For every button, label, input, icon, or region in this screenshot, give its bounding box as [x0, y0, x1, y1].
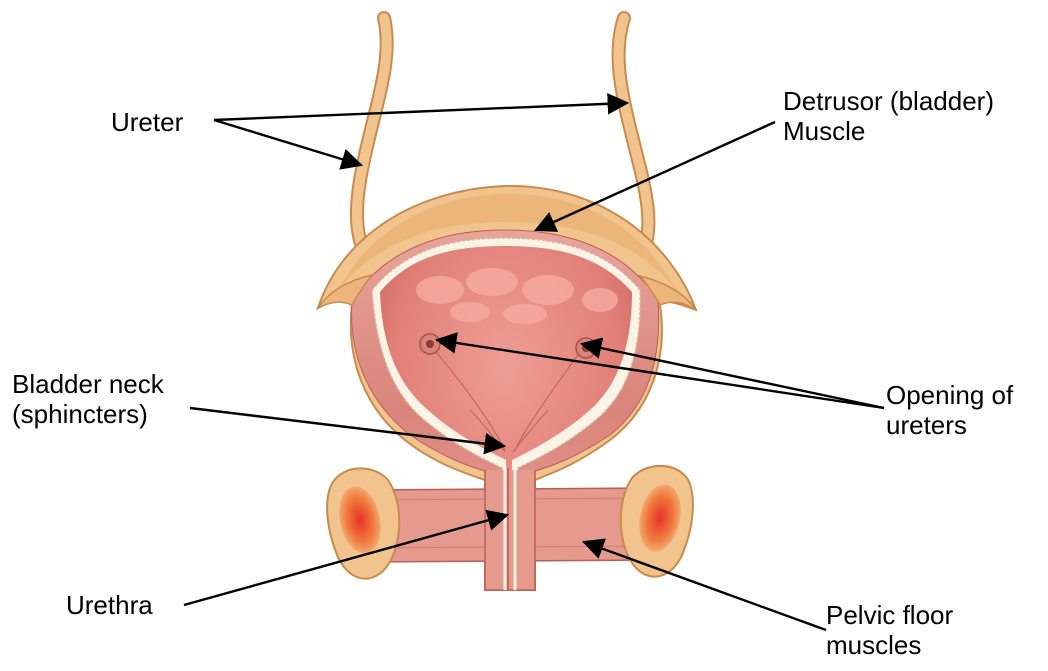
label-bladder-neck-line1: Bladder neck [12, 369, 164, 399]
arrow-ureter-right [214, 103, 627, 120]
label-opening-line2: ureters [886, 410, 1013, 440]
label-ureter: Ureter [111, 107, 183, 137]
pelvic-floor [327, 466, 693, 590]
label-detrusor-line2: Muscle [783, 116, 994, 146]
label-opening-of-ureters: Opening of ureters [886, 380, 1013, 440]
label-urethra: Urethra [66, 590, 153, 620]
ureter-opening-left [420, 334, 440, 354]
label-opening-line1: Opening of [886, 380, 1013, 410]
ureter-opening-right [576, 338, 596, 358]
label-detrusor-line1: Detrusor (bladder) [783, 86, 994, 116]
label-bladder-neck: Bladder neck (sphincters) [12, 369, 164, 429]
label-detrusor-muscle: Detrusor (bladder) Muscle [783, 86, 994, 146]
label-bladder-neck-line2: (sphincters) [12, 399, 164, 429]
arrow-ureter-left [214, 120, 361, 165]
arrow-pelvic [584, 542, 826, 630]
label-pelvic-floor-muscles: Pelvic floor muscles [826, 600, 953, 660]
label-pelvic-line2: muscles [826, 630, 953, 660]
label-pelvic-line1: Pelvic floor [826, 600, 953, 630]
arrow-detrusor [536, 122, 775, 230]
